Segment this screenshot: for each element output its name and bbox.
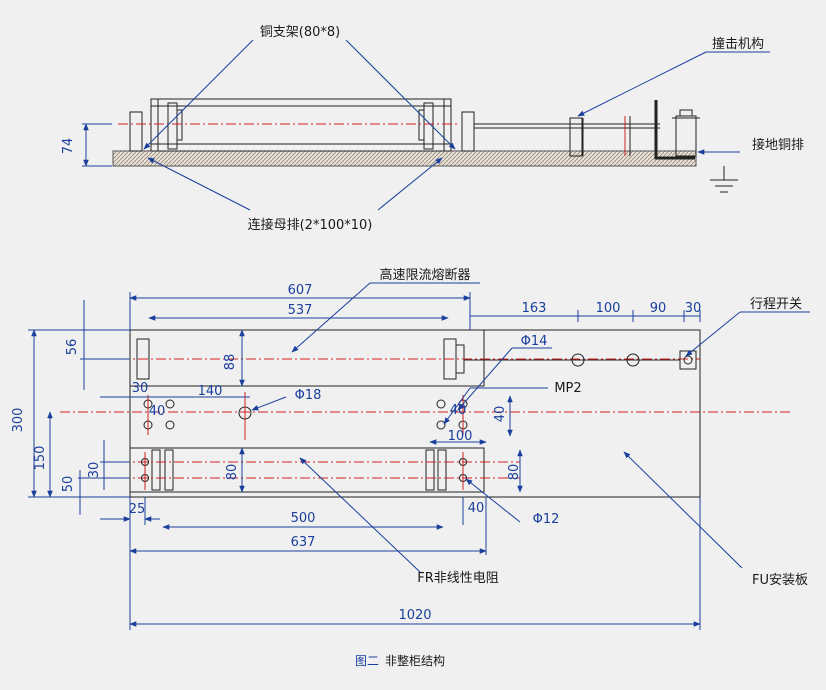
dim-300: 300 <box>11 408 26 433</box>
base-plate <box>112 150 697 167</box>
dim-637: 637 <box>291 535 316 550</box>
label-copper-bracket: 铜支架(80*8) <box>260 25 340 40</box>
bottom-view: 607 537 163 100 90 30 300 56 88 150 30 5… <box>11 267 810 630</box>
dim-163: 163 <box>522 301 547 316</box>
dim-30-left: 30 <box>87 462 102 479</box>
dim-88: 88 <box>223 354 238 371</box>
dim-140: 140 <box>198 384 223 399</box>
dim-100-mid: 100 <box>448 429 473 444</box>
label-phi12: Φ12 <box>533 512 560 527</box>
label-mp2: MP2 <box>554 381 581 396</box>
dim-607: 607 <box>288 283 313 298</box>
label-phi14: Φ14 <box>521 334 548 349</box>
dim-40-left: 40 <box>149 404 166 419</box>
dim-80-right: 80 <box>507 464 522 481</box>
fuse-body <box>129 329 485 387</box>
dim-1020: 1020 <box>398 608 431 623</box>
dim-150: 150 <box>33 446 48 471</box>
label-fr-resistor: FR非线性电阻 <box>417 571 499 586</box>
dim-50: 50 <box>61 476 76 493</box>
label-strike-mechanism: 撞击机构 <box>712 37 764 52</box>
dim-80-left: 80 <box>225 464 240 481</box>
dim-25: 25 <box>129 502 146 517</box>
dim-56: 56 <box>65 339 80 356</box>
dim-74: 74 <box>61 138 76 155</box>
label-connection-busbar: 连接母排(2*100*10) <box>248 217 373 233</box>
fu-mounting-plate <box>129 329 701 498</box>
label-ground-busbar: 接地铜排 <box>752 137 804 153</box>
dim-100-top: 100 <box>596 301 621 316</box>
label-fu-plate: FU安装板 <box>752 573 808 588</box>
figure-title: 非整柜结构 <box>385 653 445 668</box>
fr-resistor-body <box>129 447 485 493</box>
dim-40-vert: 40 <box>493 406 508 423</box>
travel-switch <box>679 350 697 370</box>
top-view: 74 铜支架(80*8) 连接母排(2*100*10) 撞击机构 接地铜排 <box>61 25 804 233</box>
dim-30-top: 30 <box>685 301 702 316</box>
dim-90: 90 <box>650 301 667 316</box>
dim-500: 500 <box>291 511 316 526</box>
dim-40-bottom: 40 <box>468 501 485 516</box>
label-phi18: Φ18 <box>295 388 322 403</box>
copper-bracket-frame <box>150 98 452 152</box>
dim-537: 537 <box>288 303 313 318</box>
dim-30-mid: 30 <box>132 381 149 396</box>
label-travel-switch: 行程开关 <box>750 297 802 312</box>
label-fuse: 高速限流熔断器 <box>379 267 470 283</box>
figure-number: 图二 <box>355 654 379 668</box>
